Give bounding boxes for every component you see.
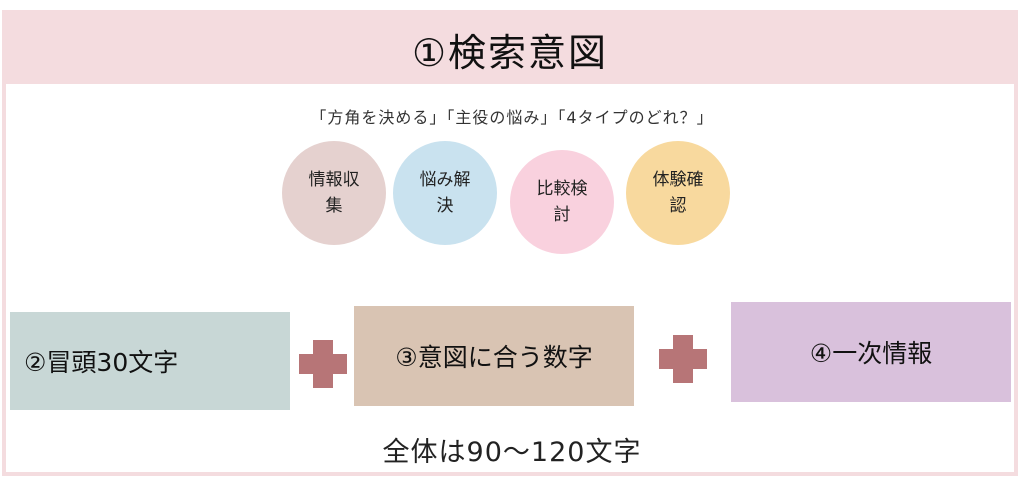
- circle-problem-solving: 悩み解決: [393, 141, 497, 245]
- plus-icon: [659, 335, 707, 383]
- box-matching-numbers: ③意図に合う数字: [354, 306, 634, 406]
- box-opening-30-chars: ②冒頭30文字: [10, 312, 290, 410]
- header-title: ①検索意図: [411, 30, 609, 75]
- circle-label: 体験確認: [652, 170, 704, 216]
- circle-label: 情報収集: [308, 170, 360, 216]
- plus-icon: [299, 340, 347, 388]
- circle-label: 比較検討: [536, 179, 588, 225]
- box-label: ②冒頭30文字: [24, 348, 179, 377]
- footer-total-length: 全体は90〜120文字: [382, 437, 642, 468]
- circle-info-gathering: 情報収集: [282, 141, 386, 245]
- box-primary-info: ④一次情報: [731, 302, 1011, 402]
- circle-comparison: 比較検討: [510, 150, 614, 254]
- circle-label: 悩み解決: [419, 170, 471, 216]
- header-bar: ①検索意図: [6, 14, 1014, 84]
- box-label: ④一次情報: [809, 339, 933, 368]
- circle-experience-check: 体験確認: [626, 141, 730, 245]
- box-label: ③意図に合う数字: [395, 343, 593, 372]
- keywords-line: 「方角を決める」「主役の悩み」「4タイプのどれ？」: [310, 108, 714, 127]
